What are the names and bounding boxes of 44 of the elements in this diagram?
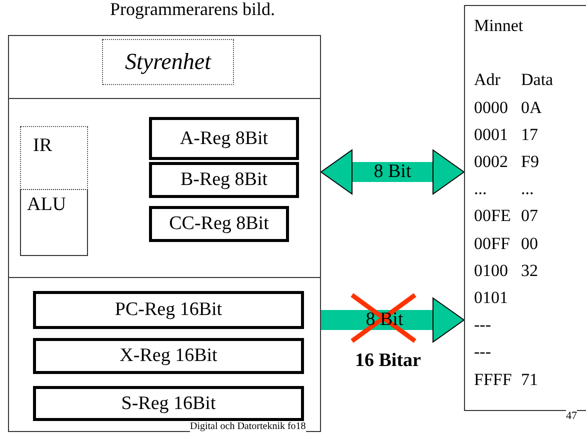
title: Programmerarens bild. [110, 0, 275, 19]
table-cell: --- [474, 342, 491, 362]
table-cell: Data [521, 70, 554, 90]
table-cell: 0000 [474, 98, 508, 118]
table-cell: 07 [521, 206, 538, 226]
table-cell: 00FF [474, 234, 510, 254]
table-cell: 0100 [474, 260, 508, 281]
table-cell: 32 [521, 260, 538, 281]
table-cell: --- [474, 315, 491, 336]
alu-box [20, 189, 88, 256]
table-cell: 00 [521, 234, 538, 254]
table-cell: 0101 [474, 288, 508, 308]
register-box: A-Reg 8Bit [149, 117, 299, 160]
register-label: ALU [27, 194, 66, 215]
register-box: X-Reg 16Bit [33, 338, 304, 374]
table-cell: 0001 [474, 124, 508, 145]
register-label: IR [33, 135, 52, 156]
memory-table [464, 5, 586, 411]
table-cell: 0002 [474, 152, 508, 172]
table-cell: 0A [521, 98, 542, 118]
register-box: S-Reg 16Bit [33, 386, 304, 421]
table-cell: 71 [521, 370, 538, 390]
edge-label: 8 Bit [372, 161, 412, 182]
bus-width-note: 16 Bitar [355, 355, 421, 367]
table-cell: Adr [474, 70, 500, 90]
table-cell: 17 [521, 124, 538, 145]
address-register-panel [8, 277, 321, 432]
control-unit-label-box: Styrenhet [102, 39, 234, 85]
table-cell: FFFF [474, 370, 512, 390]
table-cell: ... [474, 179, 487, 200]
bus-arrow [321, 298, 464, 342]
bus-arrow [320, 150, 464, 194]
register-box: PC-Reg 16Bit [33, 291, 304, 329]
register-box: CC-Reg 8Bit [149, 206, 289, 242]
table-cell: ... [521, 179, 534, 200]
register-panel [8, 98, 321, 278]
table-cell: F9 [521, 152, 539, 172]
table-cell: 00FE [474, 206, 511, 226]
register-box: B-Reg 8Bit [149, 162, 299, 198]
memory-heading: Minnet [474, 16, 524, 36]
footer-text: Digital och Datorteknik fo18 [190, 421, 306, 433]
control-panel [8, 35, 321, 99]
page-number: 47 [566, 410, 577, 422]
register-box [20, 126, 88, 190]
